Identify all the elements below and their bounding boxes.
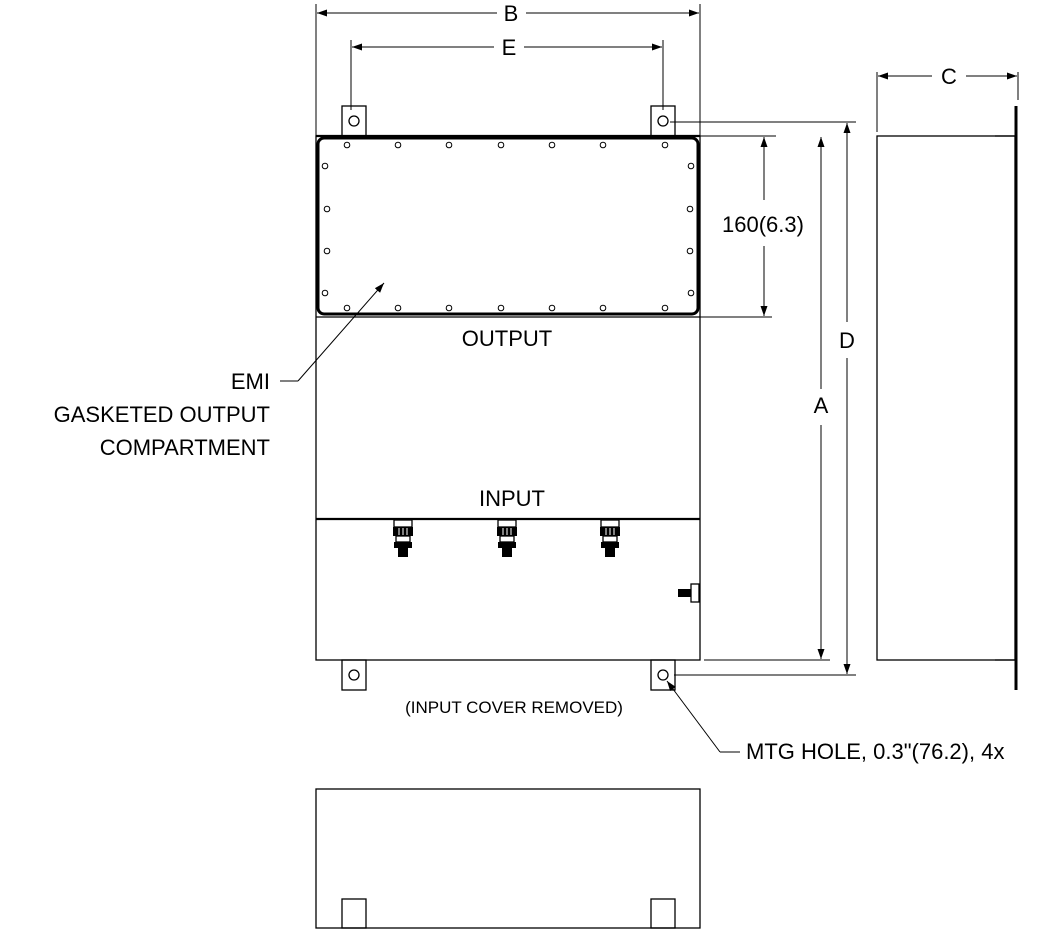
dimension-160-label: 160(6.3)	[722, 212, 804, 237]
output-label: OUTPUT	[462, 326, 552, 351]
emi-label-line1: EMI	[231, 369, 270, 394]
dimension-e: E	[350, 35, 664, 110]
bottom-tab-right	[650, 898, 676, 929]
cover-screw	[343, 304, 351, 312]
input-label: INPUT	[479, 486, 545, 511]
mounting-tab-top-right	[650, 105, 676, 137]
cover-screw	[323, 205, 331, 213]
bottom-tab-left	[341, 898, 367, 929]
cover-screw	[323, 247, 331, 255]
cover-screw	[686, 205, 694, 213]
side-body	[876, 135, 1016, 661]
mounting-hole-bottom-right	[657, 669, 669, 681]
input-cover-note: (INPUT COVER REMOVED)	[405, 698, 623, 717]
mounting-tab-bottom-right	[650, 659, 676, 691]
mounting-hole-top-right	[657, 115, 669, 127]
cover-screw	[394, 141, 402, 149]
cover-screw	[321, 162, 329, 170]
ground-stud	[678, 583, 700, 603]
dimension-c-label: C	[941, 64, 957, 89]
dimension-160: 160(6.3)	[700, 135, 804, 318]
cover-screw	[661, 304, 669, 312]
cover-screw	[394, 304, 402, 312]
cover-screw	[599, 304, 607, 312]
input-terminal	[497, 519, 517, 557]
input-terminal	[393, 519, 413, 557]
dimension-a: A	[704, 137, 830, 661]
dimension-a-label: A	[814, 393, 829, 418]
bottom-view	[315, 788, 701, 929]
dimension-b: B	[315, 1, 701, 136]
cover-screw	[497, 141, 505, 149]
cover-screw	[548, 304, 556, 312]
dimension-e-label: E	[502, 35, 517, 60]
dimension-b-label: B	[504, 1, 519, 26]
emi-label-line2: GASKETED OUTPUT	[54, 402, 270, 427]
cover-screw	[687, 162, 695, 170]
front-view	[315, 105, 701, 691]
enclosure-body	[315, 135, 701, 661]
cover-screws	[321, 141, 695, 312]
cover-screw	[599, 141, 607, 149]
cover-screw	[548, 141, 556, 149]
cover-screw	[497, 304, 505, 312]
mounting-tab-top-left	[341, 105, 367, 137]
cover-screw	[661, 141, 669, 149]
input-terminals	[393, 519, 620, 557]
cover-screw	[343, 141, 351, 149]
mtg-hole-label: MTG HOLE, 0.3"(76.2), 4x	[746, 739, 1004, 764]
dimension-d: D	[670, 121, 856, 676]
input-terminal	[600, 519, 620, 557]
cover-screw	[687, 289, 695, 297]
cover-screw	[445, 304, 453, 312]
cover-screw	[686, 247, 694, 255]
emi-label-line3: COMPARTMENT	[100, 435, 270, 460]
gasketed-cover	[316, 136, 700, 316]
dimension-d-label: D	[839, 328, 855, 353]
emi-callout: EMI GASKETED OUTPUT COMPARTMENT	[54, 282, 385, 460]
mounting-hole-bottom-left	[348, 669, 360, 681]
cover-screw	[321, 289, 329, 297]
mtg-hole-callout: MTG HOLE, 0.3"(76.2), 4x	[666, 680, 1004, 764]
mounting-hole-top-left	[348, 115, 360, 127]
mounting-tab-bottom-left	[341, 659, 367, 691]
bottom-body	[315, 788, 701, 929]
cover-screw	[445, 141, 453, 149]
side-view: C	[876, 64, 1019, 690]
